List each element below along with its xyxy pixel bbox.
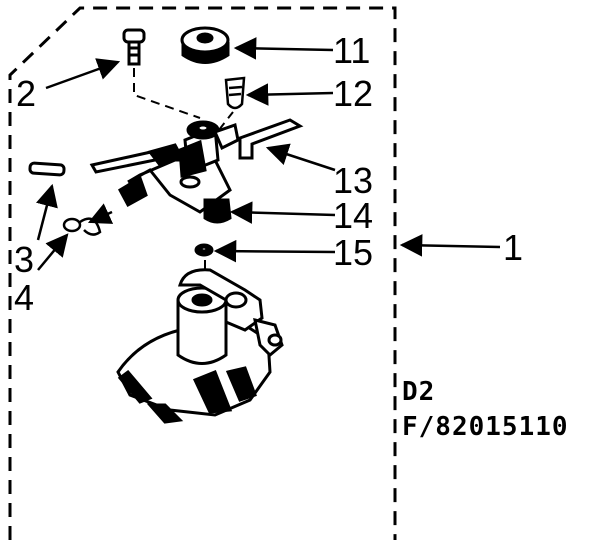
part-clip bbox=[62, 217, 102, 236]
part-screw bbox=[122, 28, 146, 66]
part-gear-case bbox=[116, 268, 284, 424]
callout-3: 3 bbox=[14, 239, 34, 280]
callout-12: 12 bbox=[333, 73, 373, 114]
callout-14: 14 bbox=[333, 195, 373, 236]
assembly-boundary bbox=[8, 6, 397, 540]
part-drive-assembly bbox=[89, 120, 240, 224]
screw-guide-line bbox=[133, 68, 201, 119]
callout-4: 4 bbox=[14, 277, 34, 318]
callout-15: 15 bbox=[333, 232, 373, 273]
callout-11: 11 bbox=[333, 30, 370, 71]
callout-13: 13 bbox=[333, 160, 373, 201]
leader-arrows bbox=[36, 37, 501, 271]
part-pin bbox=[28, 161, 66, 177]
part-fitting bbox=[224, 76, 246, 110]
diagram-code-line-1: D2 bbox=[402, 377, 435, 407]
part-lever-arm bbox=[238, 118, 304, 160]
callout-1: 1 bbox=[503, 227, 523, 268]
part-washer bbox=[194, 243, 214, 257]
part-pulley bbox=[180, 26, 230, 64]
diagram-code-line-2: F/82015110 bbox=[402, 412, 569, 442]
callout-2: 2 bbox=[16, 73, 36, 114]
fitting-guide-line bbox=[214, 111, 234, 136]
